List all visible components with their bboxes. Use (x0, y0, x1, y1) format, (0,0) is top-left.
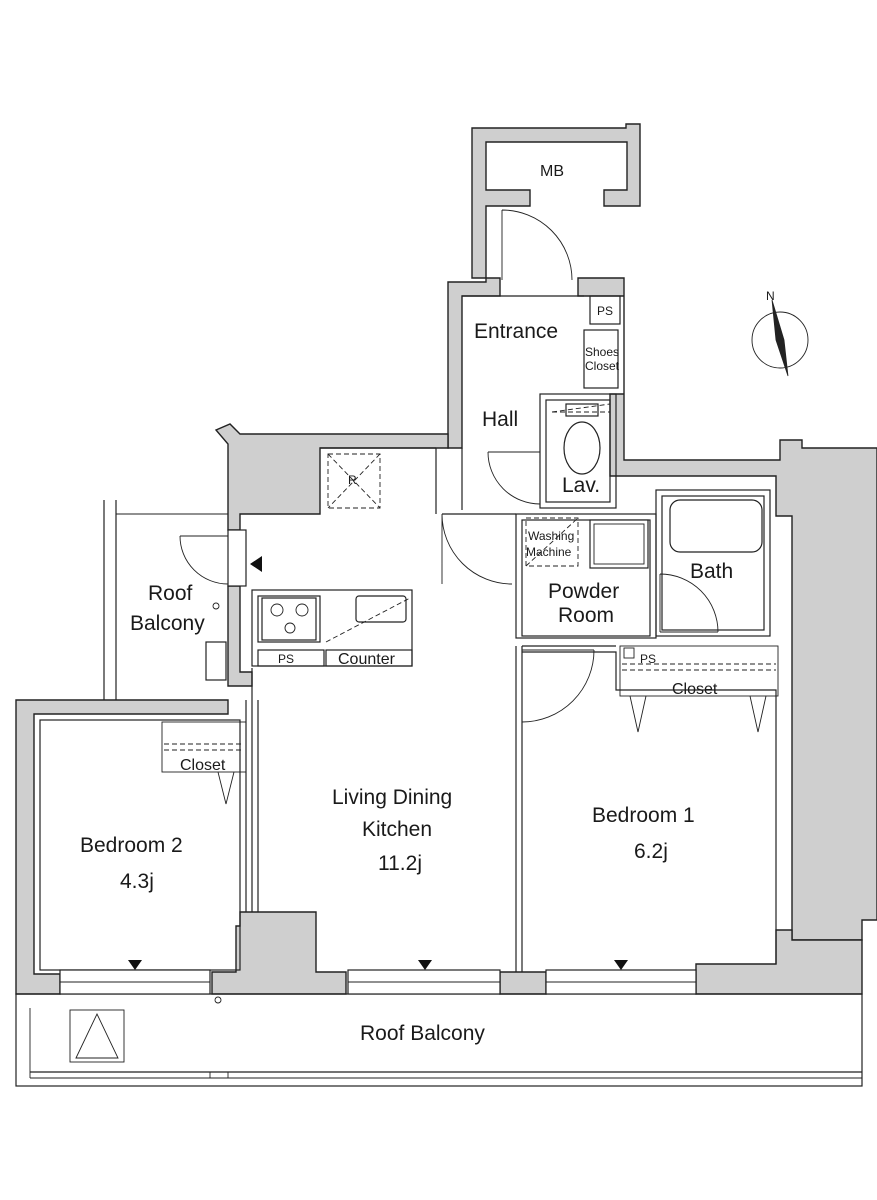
label-mb: MB (540, 163, 564, 180)
side-window-marker (250, 556, 262, 572)
toilet-bowl (563, 421, 601, 475)
ldk-bedroom1-partition (499, 971, 547, 995)
compass-circle (751, 311, 809, 369)
label-counter: Counter (338, 651, 396, 668)
kitchen-sink (355, 595, 407, 623)
powder-sink (589, 519, 649, 569)
label-shoes-closet-2: Closet (585, 359, 620, 373)
toilet-tank (565, 403, 599, 417)
entrance-right-wall (577, 277, 877, 941)
label-ps-top: PS (597, 304, 613, 318)
label-ldk-1: Living Dining (332, 786, 452, 809)
kitchen-top-wall (214, 423, 449, 531)
label-powder-room-1: Powder (548, 580, 619, 603)
label-refrigerator: R (348, 473, 357, 487)
label-ps-kitchen: PS (278, 652, 294, 666)
refrigerator-space (327, 453, 381, 509)
label-roof-balcony-main: Roof Balcony (360, 1022, 485, 1045)
label-bedroom1: Bedroom 1 (592, 804, 695, 827)
window-marker-center (418, 960, 432, 970)
bathtub (669, 499, 763, 553)
window-marker-left (128, 960, 142, 970)
compass-north-label: N (766, 289, 775, 303)
label-lav: Lav. (562, 474, 600, 497)
evacuation-hatch (69, 1009, 125, 1063)
windows (59, 529, 697, 995)
exterior-walls (15, 123, 877, 995)
mb-wall (471, 123, 641, 279)
compass: N (751, 289, 809, 377)
fixtures (69, 403, 779, 1079)
kitchen-side-window (227, 529, 247, 587)
bedroom1-right-wall (695, 929, 863, 995)
kitchen-left-wall (227, 585, 253, 687)
label-closet-bedroom2: Closet (180, 757, 226, 774)
interior-lines (15, 295, 863, 1087)
doors (179, 209, 719, 723)
label-washing-2: Machine (526, 545, 572, 559)
label-ldk-2: Kitchen (362, 818, 432, 841)
label-washing-1: Washing (528, 529, 574, 543)
label-bath: Bath (690, 560, 733, 583)
window-marker-right (614, 960, 628, 970)
label-roof-balcony-side-1: Roof (148, 582, 193, 605)
bedroom2-closet (161, 721, 247, 773)
label-bedroom2: Bedroom 2 (80, 834, 183, 857)
label-bedroom1-size: 6.2j (634, 840, 668, 863)
stove (261, 597, 317, 641)
label-ldk-size: 11.2j (378, 852, 422, 875)
label-ps-bedroom1: PS (640, 652, 656, 666)
washing-machine-space (525, 517, 579, 567)
label-roof-balcony-side-2: Balcony (130, 612, 205, 635)
label-bedroom2-size: 4.3j (120, 870, 154, 893)
label-powder-room-2: Room (558, 604, 614, 627)
label-entrance: Entrance (474, 320, 558, 343)
room-labels: MB PS Entrance Shoes Closet Hall Lav. R … (80, 163, 733, 1045)
label-shoes-closet-1: Shoes (585, 345, 619, 359)
bedroom2-ldk-partition (211, 911, 347, 995)
compass-needle-icon (771, 299, 789, 377)
label-closet-bedroom1: Closet (672, 681, 718, 698)
bedroom1-closet (619, 645, 779, 697)
label-hall: Hall (482, 408, 518, 431)
